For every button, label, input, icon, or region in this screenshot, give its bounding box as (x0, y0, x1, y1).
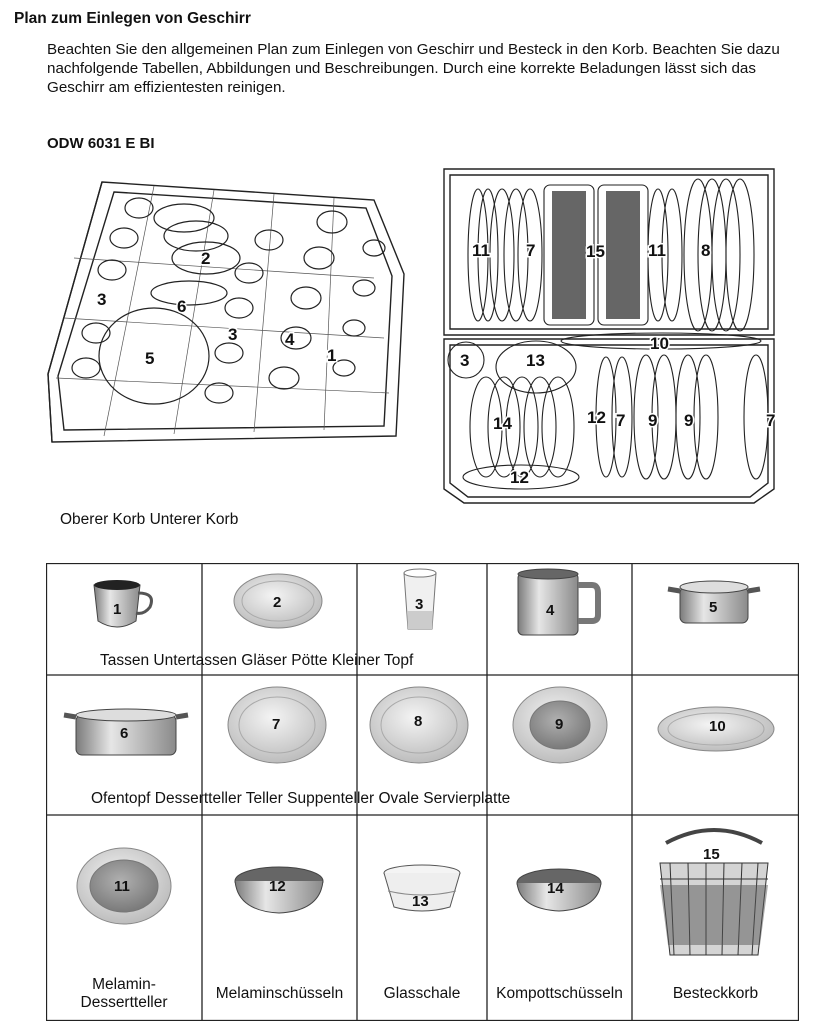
lower-label-11b: 11 (648, 241, 666, 260)
lower-label-15: 15 (586, 242, 605, 261)
row2-caption: Ofentopf Dessertteller Teller Suppentell… (91, 790, 511, 807)
upper-label-2: 2 (201, 249, 210, 268)
cup-picture (93, 580, 153, 628)
item-number-13: 13 (412, 893, 429, 910)
item-number-1: 1 (113, 601, 122, 618)
small-pot-picture (667, 580, 761, 624)
upper-label-1: 1 (327, 346, 336, 365)
item-number-6: 6 (120, 725, 129, 742)
item-number-3: 3 (415, 596, 424, 613)
model-heading: ODW 6031 E BI (47, 135, 155, 152)
melamine-dessert-plate-picture (76, 847, 172, 925)
item-number-4: 4 (546, 602, 555, 619)
lower-label-12a: 12 (587, 408, 606, 427)
items-table: 1 2 3 4 5 6 7 8 9 10 11 12 13 14 15 Tass… (46, 563, 799, 1021)
item-number-7: 7 (272, 716, 281, 733)
lower-label-7c: 7 (766, 411, 775, 430)
lower-label-9a: 9 (648, 411, 657, 430)
rack-caption: Oberer Korb Unterer Korb (60, 511, 239, 528)
label-melamine-bowls: Melaminschüsseln (215, 985, 344, 1002)
item-number-15: 15 (703, 846, 720, 863)
upper-label-5: 5 (145, 349, 154, 368)
lower-label-8: 8 (701, 241, 710, 260)
lower-label-12b: 12 (510, 468, 529, 487)
lower-label-14: 14 (493, 414, 512, 433)
item-number-5: 5 (709, 599, 718, 616)
mug-picture (517, 568, 601, 636)
label-glass-bowl: Glasschale (383, 985, 461, 1002)
cutlery-basket-picture (659, 828, 769, 956)
item-number-9: 9 (555, 716, 564, 733)
items-table-grid (46, 563, 799, 1021)
glass-bowl-picture (383, 864, 461, 912)
lower-label-7a: 7 (526, 241, 535, 260)
label-cutlery-basket: Besteckkorb (672, 985, 759, 1002)
glass-picture (403, 568, 437, 630)
upper-label-4: 4 (285, 330, 295, 349)
soup-plate-picture (512, 686, 608, 764)
lower-label-10: 10 (650, 334, 669, 353)
item-number-8: 8 (414, 713, 423, 730)
upper-label-3b: 3 (228, 325, 237, 344)
upper-label-3a: 3 (97, 290, 106, 309)
lower-label-9b: 9 (684, 411, 693, 430)
page-title: Plan zum Einlegen von Geschirr (14, 10, 251, 27)
dessert-plate-picture (227, 686, 327, 764)
compote-bowl-picture (516, 868, 602, 912)
item-number-2: 2 (273, 594, 282, 611)
label-compote-bowls: Kompottschüsseln (496, 985, 623, 1002)
item-number-14: 14 (547, 880, 564, 897)
label-melamine-dessert-plate: Melamin- Dessertteller (80, 976, 168, 1011)
plate-picture (369, 686, 469, 764)
oval-platter-picture (657, 706, 775, 752)
upper-rack-illustration: 2 3 6 3 4 5 1 (47, 181, 405, 443)
lower-label-11a: 11 (472, 241, 490, 260)
lower-label-13: 13 (526, 351, 545, 370)
upper-label-6: 6 (177, 297, 186, 316)
lower-label-3: 3 (460, 351, 469, 370)
item-number-10: 10 (709, 718, 726, 735)
lower-label-7b: 7 (616, 411, 625, 430)
item-number-12: 12 (269, 878, 286, 895)
melamine-bowl-picture (234, 866, 324, 914)
item-number-11: 11 (114, 878, 130, 895)
lower-rack-illustration: 11 7 15 11 8 10 3 13 14 12 7 9 9 7 12 (443, 168, 777, 504)
intro-paragraph: Beachten Sie den allgemeinen Plan zum Ei… (47, 41, 780, 96)
row1-caption: Tassen Untertassen Gläser Pötte Kleiner … (100, 652, 414, 669)
oven-pot-picture (63, 708, 189, 756)
saucer-picture (233, 573, 323, 629)
